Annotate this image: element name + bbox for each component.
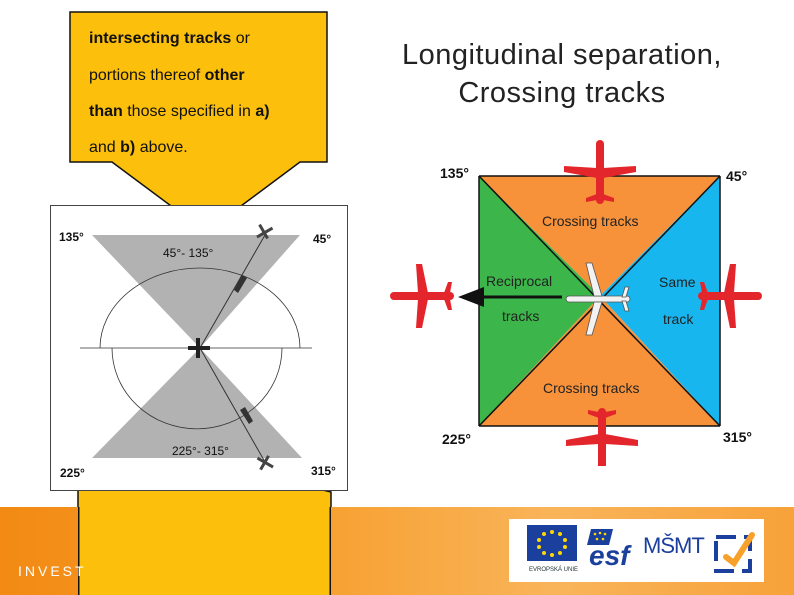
track-line-se	[199, 347, 266, 463]
callout-text-4c: above.	[135, 139, 188, 156]
callout-line-3: than those specified in a)	[89, 103, 270, 121]
right-label-45: 45°	[726, 168, 747, 184]
left-label-225: 225°	[60, 466, 85, 480]
callout-line-4: and b) above.	[89, 139, 188, 157]
reciprocal-arrow-head	[458, 287, 484, 307]
left-label-135: 135°	[59, 230, 84, 244]
crossing-tracks-top: Crossing tracks	[542, 213, 638, 229]
track-line-ne	[199, 234, 266, 349]
plane-icon-ne	[256, 223, 274, 240]
sector-bottom-orange	[479, 296, 720, 426]
left-range-top: 45°- 135°	[163, 246, 213, 260]
arrow-se	[240, 407, 253, 424]
left-label-45: 45°	[313, 232, 331, 246]
callout-line-1: intersecting tracks or	[89, 30, 250, 48]
callout-text-1a: intersecting tracks	[89, 30, 232, 47]
callout-text-2a: portions thereof	[89, 67, 205, 84]
plane-icon-top	[564, 140, 636, 204]
right-label-225: 225°	[442, 431, 471, 447]
plane-icon-bottom	[566, 408, 638, 466]
msmt-logo: MŠMT	[643, 533, 705, 558]
right-label-315: 315°	[723, 429, 752, 445]
top-sector	[92, 235, 300, 348]
reciprocal-tracks-label: tracks	[502, 308, 539, 324]
slide-title: Longitudinal separation, Crossing tracks	[372, 36, 752, 112]
arrow-ne	[234, 275, 247, 293]
plane-icon-se	[256, 455, 274, 471]
callout-text-3a: than	[89, 103, 123, 120]
eu-label: EVROPSKÁ UNIE	[529, 567, 579, 573]
same-track-label: track	[663, 311, 694, 327]
title-line-1: Longitudinal separation,	[402, 39, 722, 71]
callout-bottom-overlay	[78, 507, 331, 595]
eu-flag-icon	[527, 525, 577, 561]
plane-icon-center	[188, 338, 210, 358]
bottom-sector	[92, 348, 302, 458]
invest-text: INVEST	[18, 563, 87, 579]
callout-text-1b: or	[231, 30, 250, 47]
left-track-diagram: 135° 45° 225° 315° 45°- 135° 225°- 315°	[50, 205, 348, 491]
callout-text-4a: and	[89, 139, 121, 156]
op-vk-logo-icon	[714, 532, 755, 573]
sector-top-orange	[479, 176, 720, 296]
sector-left-green	[479, 176, 600, 426]
same-label: Same	[659, 274, 696, 290]
callout-line-2: portions thereof other	[89, 67, 245, 85]
callout-text-3b: those specified in	[122, 103, 256, 120]
plane-icon-center	[565, 262, 631, 336]
top-arc	[99, 267, 301, 349]
reciprocal-label: Reciprocal	[486, 273, 552, 289]
crossing-tracks-bottom: Crossing tracks	[543, 380, 639, 396]
left-range-bottom: 225°- 315°	[172, 444, 229, 458]
bottom-arc	[111, 347, 283, 430]
sector-right-blue	[600, 176, 720, 426]
callout-text-3c: a)	[255, 103, 270, 120]
right-label-135: 135°	[440, 165, 469, 181]
plane-icon-left	[390, 264, 454, 328]
callout-text-4b: b)	[120, 139, 136, 156]
logo-strip: EVROPSKÁ UNIE esf MŠMT	[509, 519, 764, 582]
esf-text: esf	[589, 540, 630, 571]
esf-logo: esf	[587, 527, 635, 573]
left-label-315: 315°	[311, 464, 336, 478]
right-track-diagram: 135° 45° 225° 315° Crossing tracks Cross…	[390, 140, 762, 466]
title-line-2: Crossing tracks	[458, 77, 666, 109]
esf-flag-icon	[587, 529, 613, 545]
plane-icon-right	[698, 264, 762, 328]
callout-text-2b: other	[204, 67, 245, 84]
